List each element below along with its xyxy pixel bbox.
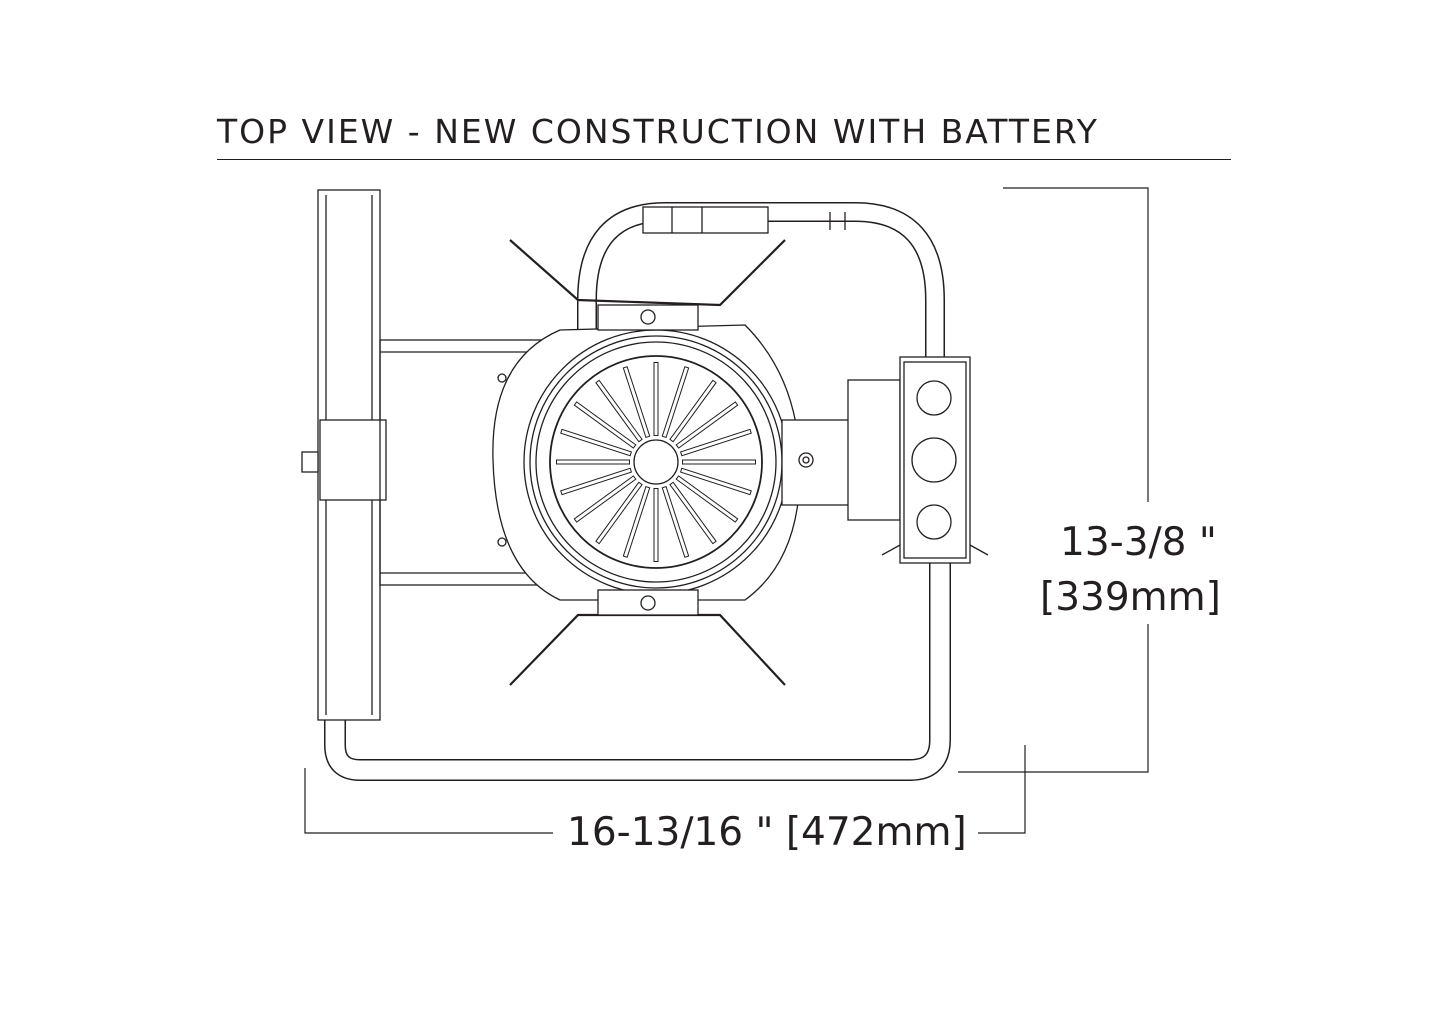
dimension-lines [304, 187, 1149, 834]
fin-fill [623, 367, 650, 437]
mounting-clips [597, 304, 699, 616]
conduit-top [577, 202, 945, 400]
fin-fill [561, 468, 631, 495]
fin-fill [623, 487, 650, 557]
fin-fill [561, 429, 631, 456]
fin-fill [670, 482, 716, 543]
knockout [916, 504, 952, 540]
fin-fill [681, 468, 751, 495]
heat-sink-fins [556, 362, 756, 562]
fin-fill [596, 381, 642, 442]
housing [492, 324, 801, 601]
fin-fill [575, 402, 636, 448]
junction-arm [781, 419, 851, 506]
junction-box [847, 356, 989, 564]
trim-plate [301, 189, 387, 721]
fin-fill [670, 381, 716, 442]
fin-fill [676, 476, 737, 522]
fin-fill [681, 429, 751, 456]
knockout [911, 437, 957, 483]
fin-fill [662, 487, 689, 557]
fin-fill [596, 482, 642, 543]
height-dimension-imperial: 13-3/8 " [1060, 520, 1217, 565]
width-dimension: 16-13/16 " [472mm] [567, 810, 967, 855]
conduit-bottom [324, 563, 951, 781]
title-underline [217, 159, 1231, 160]
fin-fill [575, 476, 636, 522]
drawing-title: TOP VIEW - NEW CONSTRUCTION WITH BATTERY [217, 112, 1099, 151]
fin-fill [676, 402, 737, 448]
knockout [916, 380, 952, 416]
fin-fill [662, 367, 689, 437]
height-dimension-metric: [339mm] [1040, 575, 1221, 620]
